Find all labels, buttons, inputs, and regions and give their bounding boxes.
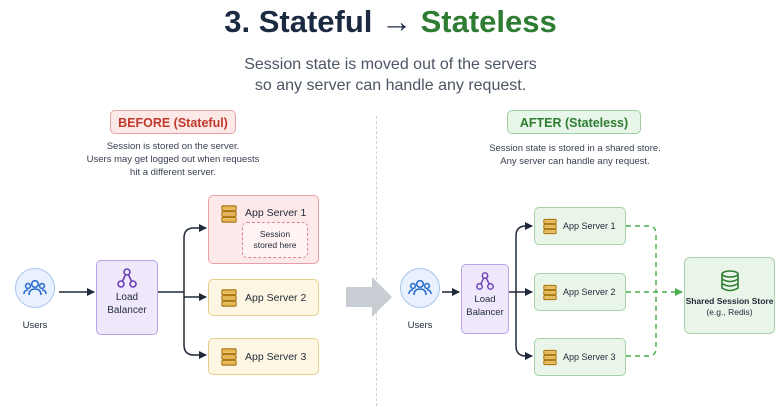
before-badge: BEFORE (Stateful) [110,110,236,134]
server-icon [543,349,557,365]
shared-session-store: Shared Session Store (e.g., Redis) [684,257,775,334]
before-lb-line-1: Load [115,292,139,303]
after-lb-line-2: Balancer [466,307,504,318]
before-desc-line-1: Session is stored on the server. [106,141,240,152]
server-icon [221,288,237,307]
after-description: Session state is stored in a shared stor… [460,142,690,168]
after-lb-line-1: Load [474,294,496,305]
before-description: Session is stored on the server. Users m… [60,140,286,179]
after-server-3-label: App Server 3 [563,352,616,362]
page-subtitle: Session state is moved out of the server… [0,54,781,96]
after-server-1-label: App Server 1 [563,221,616,231]
title-prefix: 3. Stateful → [224,4,421,39]
after-app-server-2: App Server 2 [534,273,626,311]
server-icon [221,205,237,223]
before-server-2-label: App Server 2 [245,291,307,304]
section-divider [376,116,377,406]
before-app-server-1: App Server 1 Session stored here [208,195,319,264]
after-app-server-1: App Server 1 [534,207,626,245]
before-app-server-2: App Server 2 [208,279,319,316]
session-line-2: stored here [253,240,297,250]
after-server-2-label: App Server 2 [563,287,616,297]
network-icon [476,272,494,290]
transition-arrow-icon [346,277,392,317]
after-users-label: Users [407,320,433,331]
before-lb-to-servers-arrows [158,224,207,359]
before-users-label: Users [22,320,48,331]
before-server-3-label: App Server 3 [245,350,307,363]
database-icon [720,270,739,292]
before-desc-line-2: Users may get logged out when requests [86,154,260,165]
store-name: Shared Session Store [685,296,774,306]
network-icon [117,268,137,288]
subtitle-line-2: so any server can handle any request. [254,77,527,94]
subtitle-line-1: Session state is moved out of the server… [244,56,537,73]
before-lb-line-2: Balancer [107,305,147,316]
title-highlight: Stateless [420,4,557,39]
session-stored-here-box: Session stored here [242,222,308,258]
before-users-node [15,268,55,308]
before-server-1-label: App Server 1 [245,207,307,219]
after-badge: AFTER (Stateless) [507,110,641,134]
before-desc-line-3: hit a different server. [130,167,216,178]
store-subtitle: (e.g., Redis) [706,307,753,317]
after-lb-to-servers-arrows [508,222,533,360]
session-line-1: Session [259,229,291,239]
after-servers-to-store-links [626,225,683,357]
before-load-balancer: Load Balancer [96,260,158,335]
after-app-server-3: App Server 3 [534,338,626,376]
after-users-node [400,268,440,308]
page-title: 3. Stateful → Stateless [0,4,781,40]
server-icon [543,218,557,234]
server-icon [543,284,557,300]
after-desc-line-1: Session state is stored in a shared stor… [489,143,661,154]
users-icon [408,279,432,296]
server-icon [221,347,237,366]
after-load-balancer: Load Balancer [461,264,509,334]
after-desc-line-2: Any server can handle any request. [500,156,650,167]
users-icon [23,279,47,296]
before-app-server-3: App Server 3 [208,338,319,375]
